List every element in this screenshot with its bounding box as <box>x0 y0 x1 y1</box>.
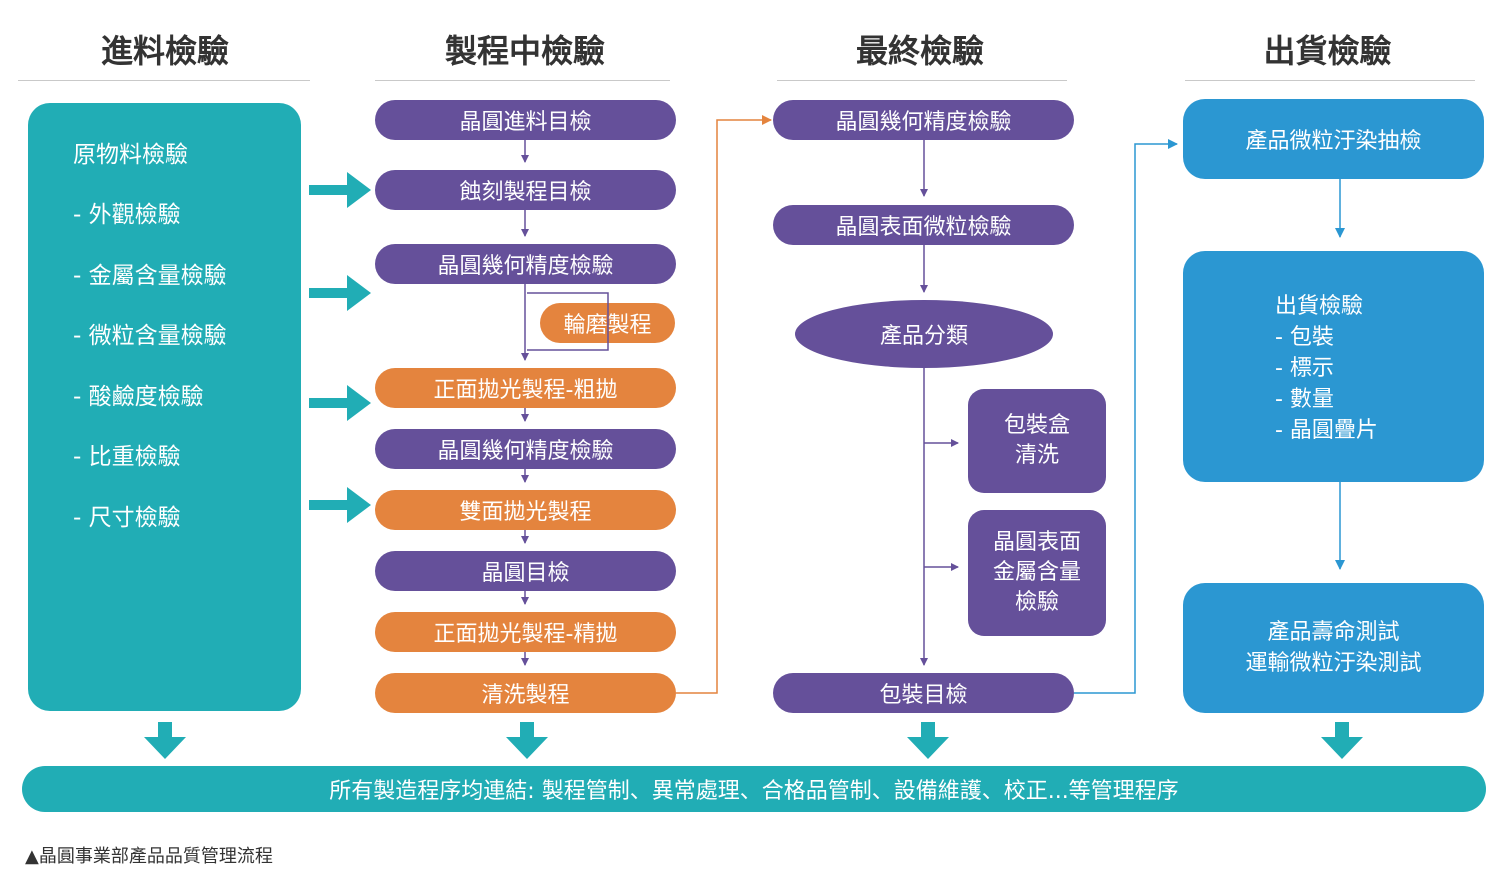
incoming-item: - 金屬含量檢驗 <box>73 263 227 289</box>
step-wafer-incoming-visual: 晶圓進料目檢 <box>375 100 676 140</box>
column-title-shipping: 出貨檢驗 <box>1263 32 1392 70</box>
feed-arrow-icon <box>309 275 371 311</box>
step-geometry-inspection-2: 晶圓幾何精度檢驗 <box>375 429 676 469</box>
step-geometry-inspection: 晶圓幾何精度檢驗 <box>375 244 676 284</box>
feed-arrow-icon <box>309 172 371 208</box>
final-surface-particle-inspection: 晶圓表面微粒檢驗 <box>773 205 1074 245</box>
incoming-item: - 微粒含量檢驗 <box>73 323 227 349</box>
shipping-check-line: - 標示 <box>1275 356 1334 381</box>
down-arrow-icon <box>144 722 186 759</box>
connector-to-shipping <box>1074 139 1178 694</box>
shipping-check-line: - 數量 <box>1275 387 1334 412</box>
column-title-inprocess: 製程中檢驗 <box>444 32 605 70</box>
incoming-inspection-box: 原物料檢驗 - 外觀檢驗 - 金屬含量檢驗 - 微粒含量檢驗 - 酸鹼度檢驗 -… <box>28 103 301 711</box>
down-arrow-icon <box>506 722 548 759</box>
connector-to-final <box>676 115 772 694</box>
management-procedures-bar: 所有製造程序均連結: 製程管制、異常處理、合格品管制、設備維護、校正...等管理… <box>22 766 1486 812</box>
grinding-bracket <box>527 292 609 351</box>
ship-tests: 產品壽命測試 運輸微粒汙染測試 <box>1183 583 1484 713</box>
box-cleaning-line: 清洗 <box>1014 443 1059 468</box>
incoming-item: - 比重檢驗 <box>73 444 181 470</box>
column-divider <box>1185 80 1475 81</box>
figure-caption: ▲晶圓事業部產品品質管理流程 <box>25 846 273 867</box>
final-packing-visual: 包裝目檢 <box>773 673 1074 713</box>
incoming-item: - 酸鹼度檢驗 <box>73 384 204 410</box>
box-cleaning-line: 包裝盒 <box>1003 413 1070 438</box>
ship-tests-line: 產品壽命測試 <box>1267 620 1400 645</box>
step-front-polish-fine: 正面拋光製程-精拋 <box>375 612 676 652</box>
shipping-check-line: - 包裝 <box>1275 325 1334 350</box>
column-divider <box>375 80 670 81</box>
column-divider <box>18 80 310 81</box>
surface-metal-line: 檢驗 <box>1014 590 1059 615</box>
final-surface-metal-inspection: 晶圓表面 金屬含量 檢驗 <box>968 510 1106 636</box>
final-product-classification: 產品分類 <box>795 300 1053 368</box>
incoming-item: - 外觀檢驗 <box>73 202 181 228</box>
step-double-side-polish: 雙面拋光製程 <box>375 490 676 530</box>
down-arrow-icon <box>1321 722 1363 759</box>
incoming-box-title: 原物料檢驗 <box>73 142 188 168</box>
shipping-check-line: 出貨檢驗 <box>1275 294 1364 319</box>
final-box-cleaning: 包裝盒 清洗 <box>968 389 1106 493</box>
column-title-incoming: 進料檢驗 <box>100 32 229 70</box>
surface-metal-line: 晶圓表面 <box>992 530 1081 555</box>
feed-arrow-icon <box>309 487 371 523</box>
ship-tests-line: 運輸微粒汙染測試 <box>1245 651 1422 676</box>
feed-arrow-icon <box>309 385 371 421</box>
ship-particle-sampling: 產品微粒汙染抽檢 <box>1183 99 1484 179</box>
step-front-polish-rough: 正面拋光製程-粗拋 <box>375 368 676 408</box>
surface-metal-line: 金屬含量 <box>992 560 1081 585</box>
step-wafer-visual: 晶圓目檢 <box>375 551 676 591</box>
step-cleaning-process: 清洗製程 <box>375 673 676 713</box>
step-etching-visual: 蝕刻製程目檢 <box>375 170 676 210</box>
ship-shipping-check: 出貨檢驗 - 包裝 - 標示 - 數量 - 晶圓疊片 <box>1183 251 1484 482</box>
shipping-check-line: - 晶圓疊片 <box>1275 418 1378 443</box>
column-divider <box>777 80 1067 81</box>
down-arrow-icon <box>907 722 949 759</box>
column-title-final: 最終檢驗 <box>855 32 984 70</box>
incoming-item: - 尺寸檢驗 <box>73 505 181 531</box>
final-geometry-inspection: 晶圓幾何精度檢驗 <box>773 100 1074 140</box>
